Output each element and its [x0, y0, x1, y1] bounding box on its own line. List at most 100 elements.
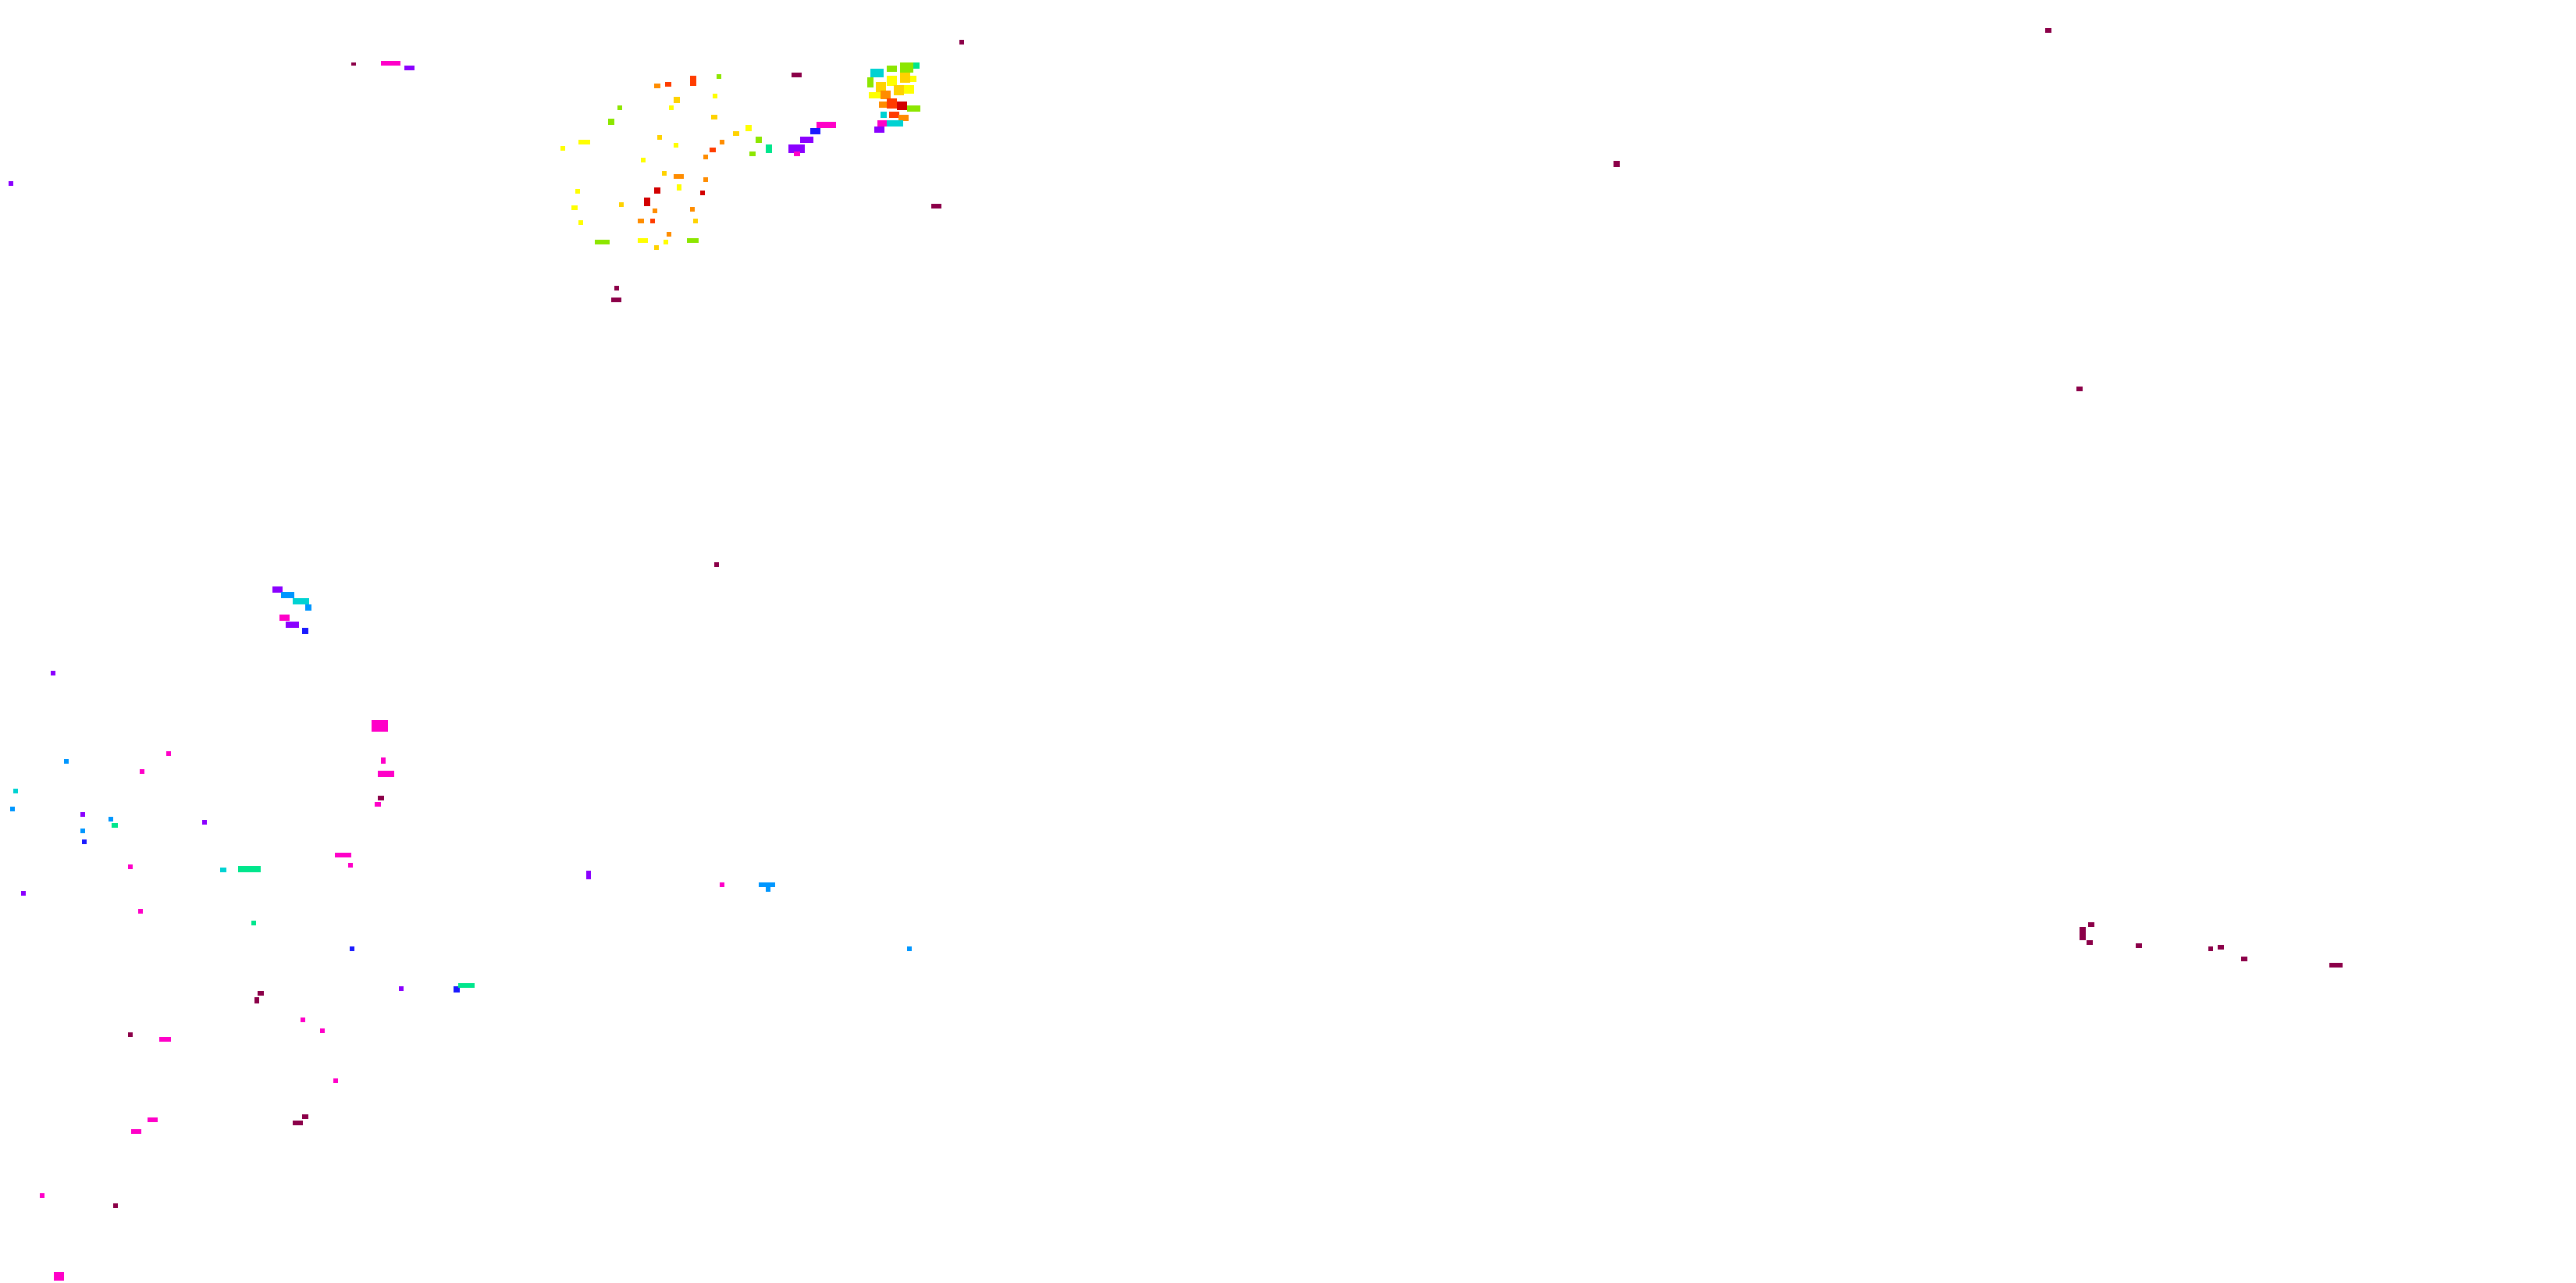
color-speck	[900, 73, 910, 83]
color-speck	[690, 76, 696, 86]
color-speck	[148, 1117, 158, 1122]
color-speck	[887, 120, 903, 127]
color-speck	[717, 74, 721, 79]
color-speck	[251, 921, 256, 925]
color-speck	[64, 759, 69, 764]
color-speck	[279, 615, 290, 621]
color-speck	[128, 864, 133, 869]
color-speck	[10, 807, 15, 811]
color-speck	[907, 105, 920, 112]
color-speck	[21, 891, 26, 896]
color-speck	[674, 174, 684, 179]
color-speck	[2076, 387, 2083, 391]
color-speck	[810, 128, 820, 134]
color-speck	[381, 61, 400, 66]
color-speck	[2088, 922, 2094, 927]
color-speck	[301, 1017, 305, 1022]
color-speck	[272, 586, 283, 593]
color-speck	[700, 191, 705, 195]
color-speck	[690, 207, 695, 212]
color-speck	[293, 598, 309, 604]
color-speck	[2329, 963, 2343, 968]
color-speck	[2136, 943, 2142, 948]
color-speck	[713, 94, 717, 98]
color-speck	[654, 84, 660, 88]
color-speck	[372, 720, 388, 732]
color-speck	[350, 946, 354, 951]
color-speck	[876, 82, 886, 92]
color-speck	[302, 1114, 308, 1119]
color-speck	[281, 592, 294, 598]
color-speck	[887, 98, 897, 109]
color-speck	[759, 882, 775, 887]
color-speck	[794, 151, 800, 156]
color-speck	[653, 208, 657, 213]
color-speck	[714, 562, 719, 567]
color-speck	[910, 76, 916, 82]
color-speck	[881, 112, 887, 118]
color-speck	[913, 62, 920, 69]
color-speck	[879, 102, 889, 108]
color-speck	[575, 189, 580, 194]
color-speck	[220, 868, 226, 872]
color-speck	[2080, 927, 2086, 940]
color-speck	[51, 671, 55, 675]
color-speck	[889, 112, 899, 118]
color-speck	[877, 120, 888, 127]
color-speck	[40, 1193, 44, 1198]
color-speck	[766, 887, 770, 892]
color-speck	[756, 137, 762, 143]
color-speck	[733, 131, 739, 136]
color-speck	[128, 1032, 133, 1037]
color-speck	[293, 1121, 303, 1125]
color-speck	[112, 823, 118, 828]
color-speck	[745, 125, 752, 131]
color-speck	[202, 820, 207, 825]
color-speck	[677, 184, 681, 191]
color-speck	[665, 82, 671, 87]
color-speck	[720, 140, 724, 144]
color-speck	[667, 232, 671, 237]
color-speck	[654, 187, 660, 194]
color-speck	[614, 286, 619, 290]
color-speck	[82, 839, 87, 844]
color-speck	[138, 909, 143, 914]
color-speck	[404, 66, 415, 70]
color-speck	[375, 802, 381, 807]
color-speck	[674, 97, 680, 103]
color-speck	[959, 40, 964, 45]
color-speck	[749, 151, 756, 156]
color-speck	[2241, 957, 2247, 961]
color-speck	[378, 771, 394, 777]
color-speck	[2208, 946, 2213, 951]
color-speck	[571, 205, 578, 210]
color-speck	[907, 946, 912, 951]
color-speck	[458, 983, 475, 988]
color-speck	[674, 143, 678, 148]
color-speck	[703, 155, 708, 159]
color-speck	[80, 812, 85, 817]
color-speck	[166, 751, 171, 756]
color-speck	[711, 115, 717, 119]
color-speck	[766, 144, 772, 153]
color-speck	[611, 298, 621, 302]
color-speck	[874, 127, 884, 133]
color-speck	[900, 62, 913, 73]
color-speck	[710, 148, 716, 152]
color-speck	[788, 144, 805, 153]
color-speck	[381, 757, 386, 764]
color-speck	[2218, 945, 2224, 950]
color-speck	[335, 853, 351, 857]
color-speck	[617, 105, 622, 110]
color-speck	[378, 796, 384, 800]
color-speck	[109, 817, 113, 821]
color-speck	[800, 137, 813, 143]
color-speck	[867, 77, 873, 87]
color-speck	[662, 171, 667, 176]
color-speck	[302, 628, 308, 634]
color-speck	[657, 135, 662, 140]
color-speck	[887, 76, 897, 86]
color-speck	[1614, 161, 1620, 167]
color-speck	[560, 146, 565, 151]
